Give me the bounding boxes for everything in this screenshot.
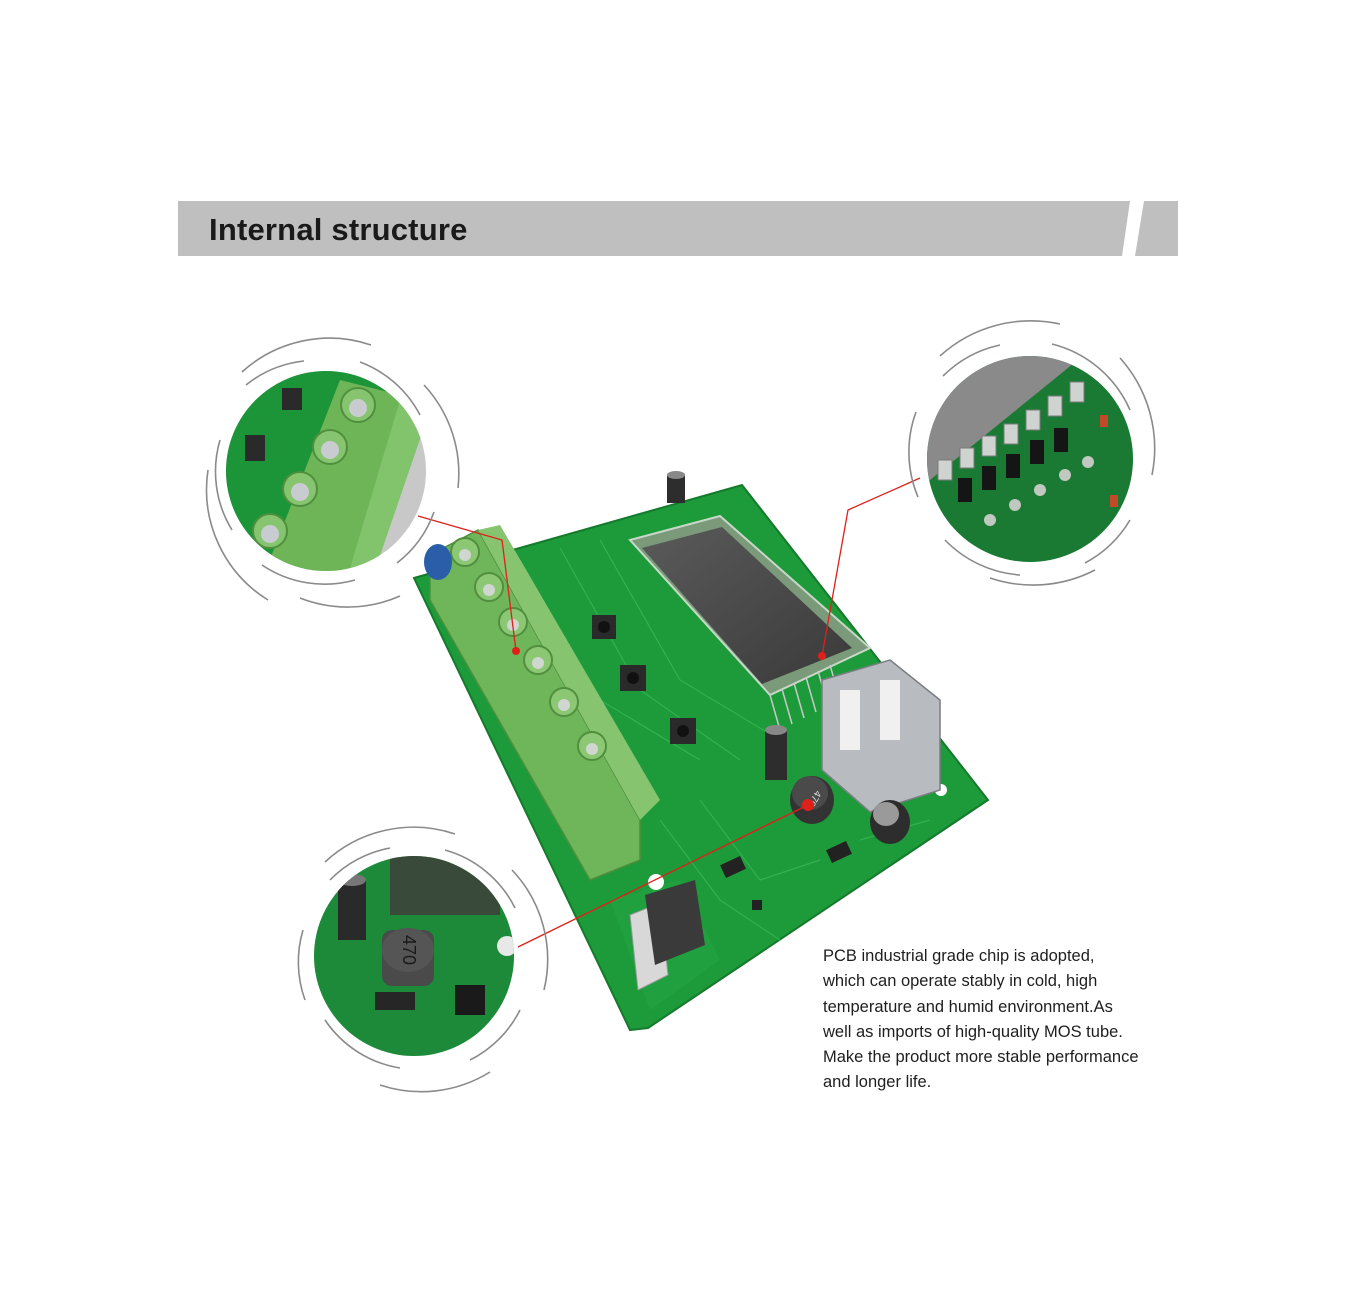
description-line: well as imports of high-quality MOS tube… [823,1022,1123,1041]
screw-terminal-block [424,525,660,881]
ring-arcs [205,320,1156,1093]
lcd-display [628,514,872,731]
description-line: Make the product more stable performance [823,1048,1139,1067]
power-inductor: 470 [790,776,834,824]
callout-dots [512,647,826,811]
terminal-block-detail-callout [226,371,426,571]
push-buttons [592,615,696,744]
description-line: and longer life. [823,1073,932,1092]
callout-lines [417,477,921,948]
voltage-regulator [629,880,705,991]
description-line: temperature and humid environment.As [823,997,1113,1016]
inductor-marking-detail: 470 [399,935,419,965]
feature-description: PCB industrial grade chip is adopted, wh… [823,944,1183,1096]
ic-chips [720,841,852,910]
inductor-detail-callout: 470 [314,856,514,1056]
section-title: Internal structure [209,212,468,247]
description-line: PCB industrial grade chip is adopted, [823,947,1095,965]
description-line: which can operate stably in cold, high [823,972,1098,991]
mos-tube-detail-callout [927,356,1133,562]
banner-background [178,201,1178,256]
ceramic-capacitor [424,544,452,580]
section-header-banner: Internal structure [178,201,1178,256]
electrolytic-capacitors [667,471,910,844]
usb-ports [821,659,941,813]
